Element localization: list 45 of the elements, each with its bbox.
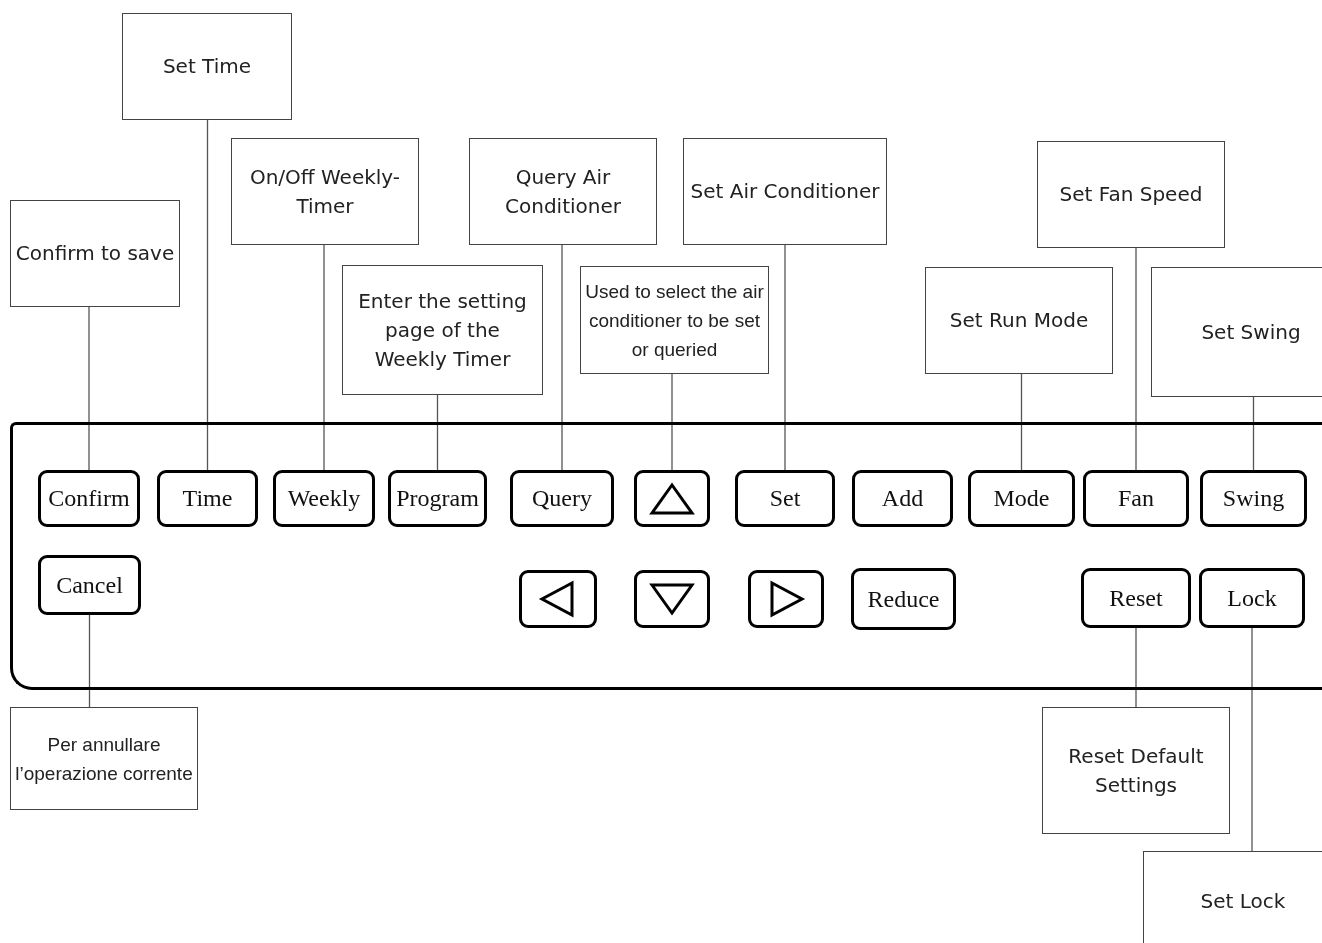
leader-line (436, 394, 439, 471)
leader-line (88, 614, 91, 708)
panel-button: Add (852, 470, 953, 527)
leader-line (561, 244, 563, 471)
callout-box: Query Air Conditioner (469, 138, 657, 245)
arrow-button (634, 570, 710, 628)
callout-box: Used to select the air conditioner to be set or queried (580, 266, 769, 374)
arrow-button (748, 570, 824, 628)
panel-button: Time (157, 470, 258, 527)
panel-button: Program (388, 470, 487, 527)
panel-button: Mode (968, 470, 1075, 527)
leader-line (1135, 627, 1137, 708)
panel-button: Fan (1083, 470, 1189, 527)
callout-box: Set Run Mode (925, 267, 1113, 374)
arrow-button (634, 470, 710, 527)
panel-button: Reduce (851, 568, 956, 630)
panel-button: Set (735, 470, 835, 527)
panel-button: Reset (1081, 568, 1191, 628)
panel-button: Cancel (38, 555, 141, 615)
leader-line (206, 119, 209, 471)
callout-box: Reset Default Settings (1042, 707, 1230, 834)
callout-box: Set Lock (1143, 851, 1322, 943)
leader-line (323, 244, 325, 471)
panel-button: Lock (1199, 568, 1305, 628)
leader-line (1020, 373, 1023, 471)
leader-line (1252, 396, 1255, 471)
panel-button: Weekly (273, 470, 375, 527)
panel-button: Confirm (38, 470, 140, 527)
callout-box: Set Fan Speed (1037, 141, 1225, 248)
leader-line (1135, 247, 1137, 471)
callout-box: Enter the setting page of the Weekly Timer (342, 265, 543, 395)
control-panel (10, 422, 1322, 690)
callout-box: Set Time (122, 13, 292, 120)
arrow-button (519, 570, 597, 628)
leader-line (784, 244, 786, 471)
leader-line (1251, 627, 1253, 852)
leader-line (88, 306, 90, 471)
panel-button: Swing (1200, 470, 1307, 527)
callout-box: Per annullare l’operazione corrente (10, 707, 198, 810)
callout-box: Confirm to save (10, 200, 180, 307)
leader-line (671, 373, 673, 471)
callout-box: Set Swing (1151, 267, 1322, 397)
panel-button: Query (510, 470, 614, 527)
callout-box: Set Air Conditioner (683, 138, 887, 245)
callout-box: On/Off Weekly-Timer (231, 138, 419, 245)
